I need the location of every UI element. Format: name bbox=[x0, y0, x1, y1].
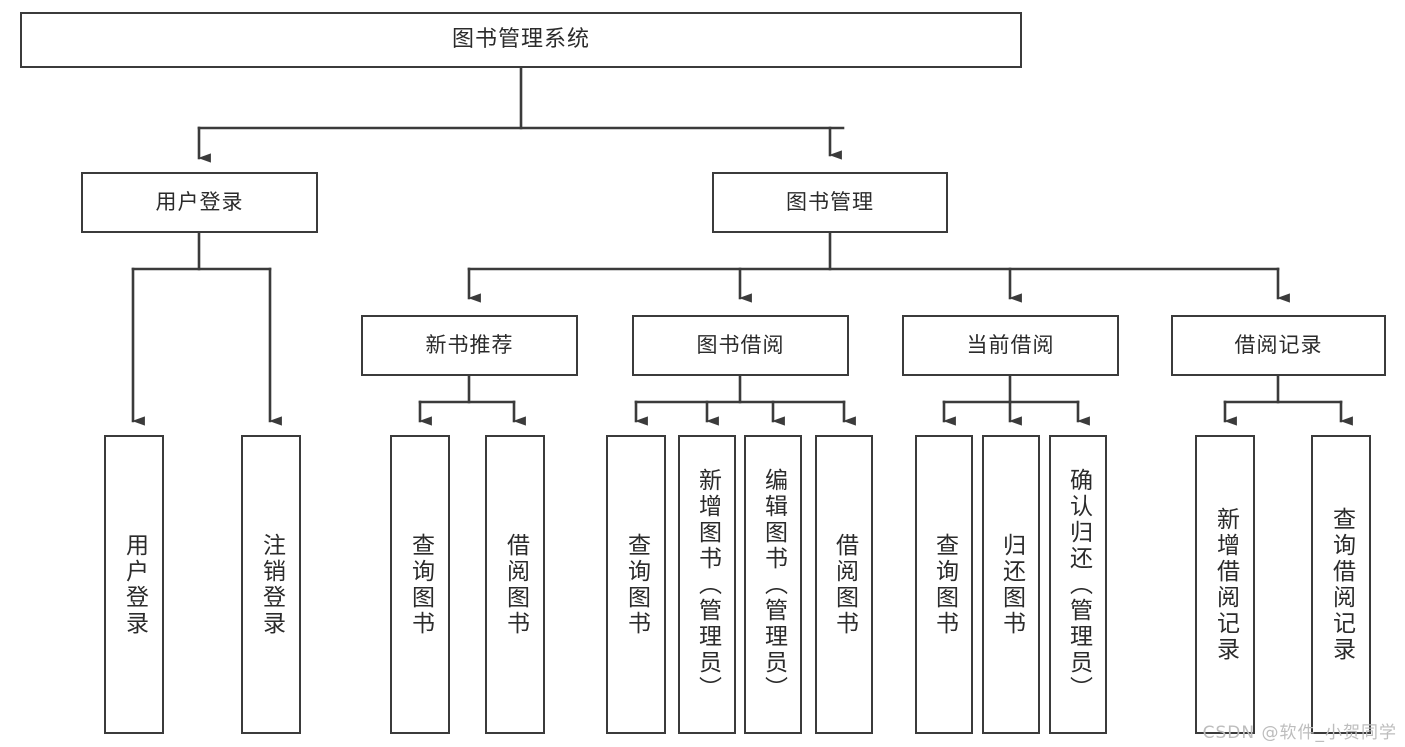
node-borrow-record[interactable]: 借阅记录 bbox=[1171, 315, 1386, 376]
node-label: 用户登录 bbox=[121, 532, 148, 637]
node-label: 借阅记录 bbox=[1234, 333, 1323, 358]
leaf-add-book-admin[interactable]: 新增图书（管理员） bbox=[678, 435, 736, 734]
leaf-add-borrow-record[interactable]: 新增借阅记录 bbox=[1195, 435, 1255, 734]
node-label: 新书推荐 bbox=[425, 333, 514, 358]
node-label: 借阅图书 bbox=[831, 532, 858, 637]
leaf-query-borrow-record[interactable]: 查询借阅记录 bbox=[1311, 435, 1371, 734]
leaf-user-login[interactable]: 用户登录 bbox=[104, 435, 164, 734]
leaf-query-book-current[interactable]: 查询图书 bbox=[915, 435, 973, 734]
node-label: 当前借阅 bbox=[966, 333, 1055, 358]
leaf-return-book[interactable]: 归还图书 bbox=[982, 435, 1040, 734]
node-label: 新增借阅记录 bbox=[1212, 506, 1239, 663]
node-label: 归还图书 bbox=[998, 532, 1025, 637]
node-label: 编辑图书（管理员） bbox=[760, 467, 787, 702]
node-book-management[interactable]: 图书管理 bbox=[712, 172, 948, 233]
node-label: 查询图书 bbox=[623, 532, 650, 637]
watermark: CSDN @软件_小贺同学 bbox=[1202, 723, 1397, 743]
node-label: 查询图书 bbox=[931, 532, 958, 637]
leaf-query-book-borrow[interactable]: 查询图书 bbox=[606, 435, 666, 734]
node-label: 图书管理 bbox=[786, 190, 874, 215]
node-label: 用户登录 bbox=[155, 190, 244, 215]
node-user-login[interactable]: 用户登录 bbox=[81, 172, 318, 233]
leaf-query-book-recommend[interactable]: 查询图书 bbox=[390, 435, 450, 734]
node-label: 图书管理系统 bbox=[451, 27, 590, 53]
node-book-borrow[interactable]: 图书借阅 bbox=[632, 315, 849, 376]
leaf-confirm-return-admin[interactable]: 确认归还（管理员） bbox=[1049, 435, 1107, 734]
leaf-borrow-book[interactable]: 借阅图书 bbox=[815, 435, 873, 734]
leaf-borrow-book-recommend[interactable]: 借阅图书 bbox=[485, 435, 545, 734]
node-label: 查询借阅记录 bbox=[1328, 506, 1355, 663]
node-root-book-management-system[interactable]: 图书管理系统 bbox=[20, 12, 1022, 68]
node-label: 确认归还（管理员） bbox=[1065, 467, 1092, 702]
node-label: 注销登录 bbox=[258, 532, 285, 637]
node-label: 新增图书（管理员） bbox=[694, 467, 721, 702]
node-current-borrow[interactable]: 当前借阅 bbox=[902, 315, 1119, 376]
node-new-book-recommend[interactable]: 新书推荐 bbox=[361, 315, 578, 376]
node-label: 查询图书 bbox=[407, 532, 434, 637]
node-label: 借阅图书 bbox=[502, 532, 529, 637]
leaf-edit-book-admin[interactable]: 编辑图书（管理员） bbox=[744, 435, 802, 734]
node-label: 图书借阅 bbox=[696, 333, 785, 358]
leaf-logout[interactable]: 注销登录 bbox=[241, 435, 301, 734]
